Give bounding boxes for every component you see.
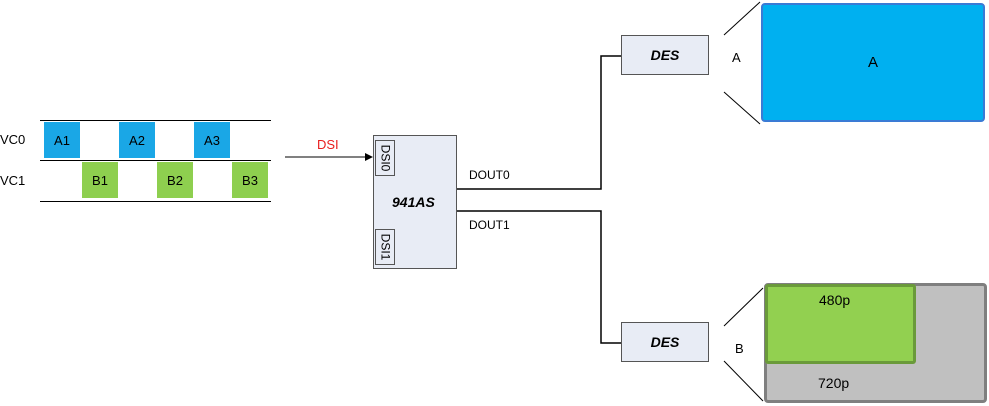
dsi-label: DSI bbox=[317, 137, 339, 152]
callout-b-bottom bbox=[723, 360, 764, 402]
packet-b1: B1 bbox=[82, 162, 118, 198]
packet-b3: B3 bbox=[232, 162, 268, 198]
dout0-wire bbox=[457, 55, 621, 190]
display-b-outer-label: 720p bbox=[818, 375, 850, 391]
packet-a2: A2 bbox=[119, 122, 155, 158]
callout-b-top bbox=[723, 287, 764, 327]
dout1-wire bbox=[457, 210, 621, 344]
display-a-label: A bbox=[867, 54, 878, 71]
des-top: DES bbox=[621, 35, 709, 75]
lane-line-top bbox=[40, 120, 271, 121]
vc0-label: VC0 bbox=[0, 132, 26, 147]
display-a: A bbox=[761, 3, 985, 122]
display-b-tag: B bbox=[735, 341, 744, 356]
vc1-label: VC1 bbox=[0, 173, 26, 188]
port-dsi0: DSI0 bbox=[375, 140, 395, 176]
lane-line-bottom bbox=[40, 201, 271, 202]
dsi-arrow bbox=[285, 153, 373, 161]
packet-a1: A1 bbox=[44, 122, 80, 158]
packet-a3: A3 bbox=[194, 122, 230, 158]
packet-b2: B2 bbox=[157, 162, 193, 198]
dout0-label: DOUT0 bbox=[469, 168, 510, 182]
callout-a-bottom bbox=[723, 91, 761, 125]
port-dsi1: DSI1 bbox=[375, 229, 395, 265]
callout-a-top bbox=[723, 1, 761, 36]
display-b-inner-label: 480p bbox=[819, 292, 851, 308]
dout1-label: DOUT1 bbox=[469, 218, 510, 232]
serializer-name: 941AS bbox=[392, 194, 435, 210]
lane-line-middle bbox=[40, 160, 271, 161]
display-b-480p-region bbox=[765, 284, 916, 364]
display-a-tag: A bbox=[732, 50, 741, 65]
des-bottom: DES bbox=[621, 322, 709, 362]
